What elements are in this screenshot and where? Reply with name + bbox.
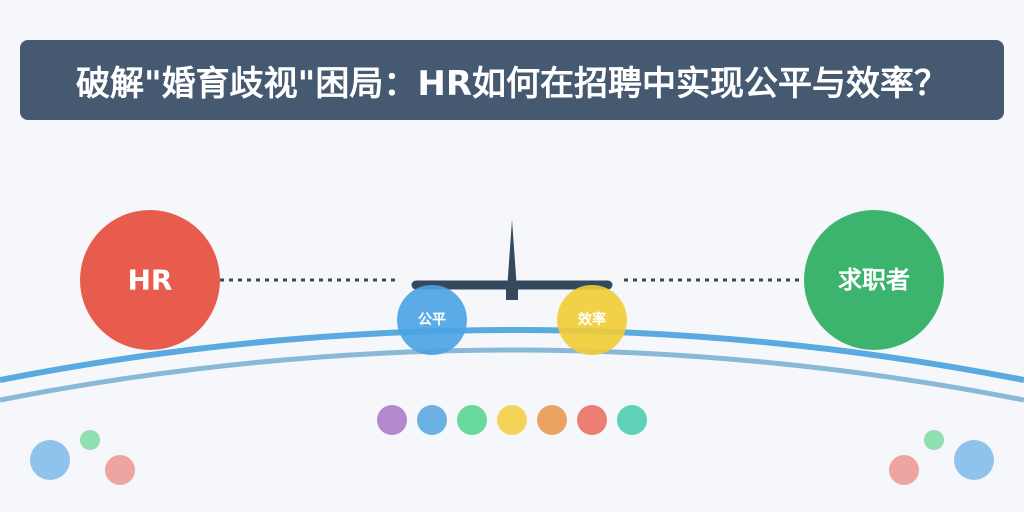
back-arc [0,347,1024,403]
color-dot [617,405,647,435]
decor-circle-right-small-red [889,455,919,485]
job-seeker-circle [804,210,944,350]
color-dot [457,405,487,435]
fairness-circle [397,285,467,355]
decor-circle-left-large [30,440,70,480]
balance-scale: 公平 效率 [397,220,627,355]
front-arc [0,327,1024,383]
efficiency-circle [557,285,627,355]
decor-circle-right-small-green [924,430,944,450]
decor-circle-right-large [954,440,994,480]
efficiency-label: 效率 [578,311,606,328]
scale-needle [507,220,517,290]
color-dot [377,405,407,435]
decor-circle-left-small-red [105,455,135,485]
scale-base [506,286,518,300]
color-dot [497,405,527,435]
hr-node: HR [80,210,220,350]
title-banner: 破解"婚育歧视"困局：HR如何在招聘中实现公平与效率？ [20,40,1004,120]
color-dot [577,405,607,435]
page-title: 破解"婚育歧视"困局：HR如何在招聘中实现公平与效率？ [75,63,949,104]
color-dot-row [377,405,647,435]
efficiency-pan: 效率 [557,285,627,355]
hr-label: HR [128,264,173,297]
hr-circle [80,210,220,350]
color-dot [537,405,567,435]
fairness-pan: 公平 [397,285,467,355]
fairness-label: 公平 [418,312,446,328]
color-dot [417,405,447,435]
job-seeker-label: 求职者 [838,266,910,294]
decor-circle-left-small-green [80,430,100,450]
job-seeker-node: 求职者 [804,210,944,350]
